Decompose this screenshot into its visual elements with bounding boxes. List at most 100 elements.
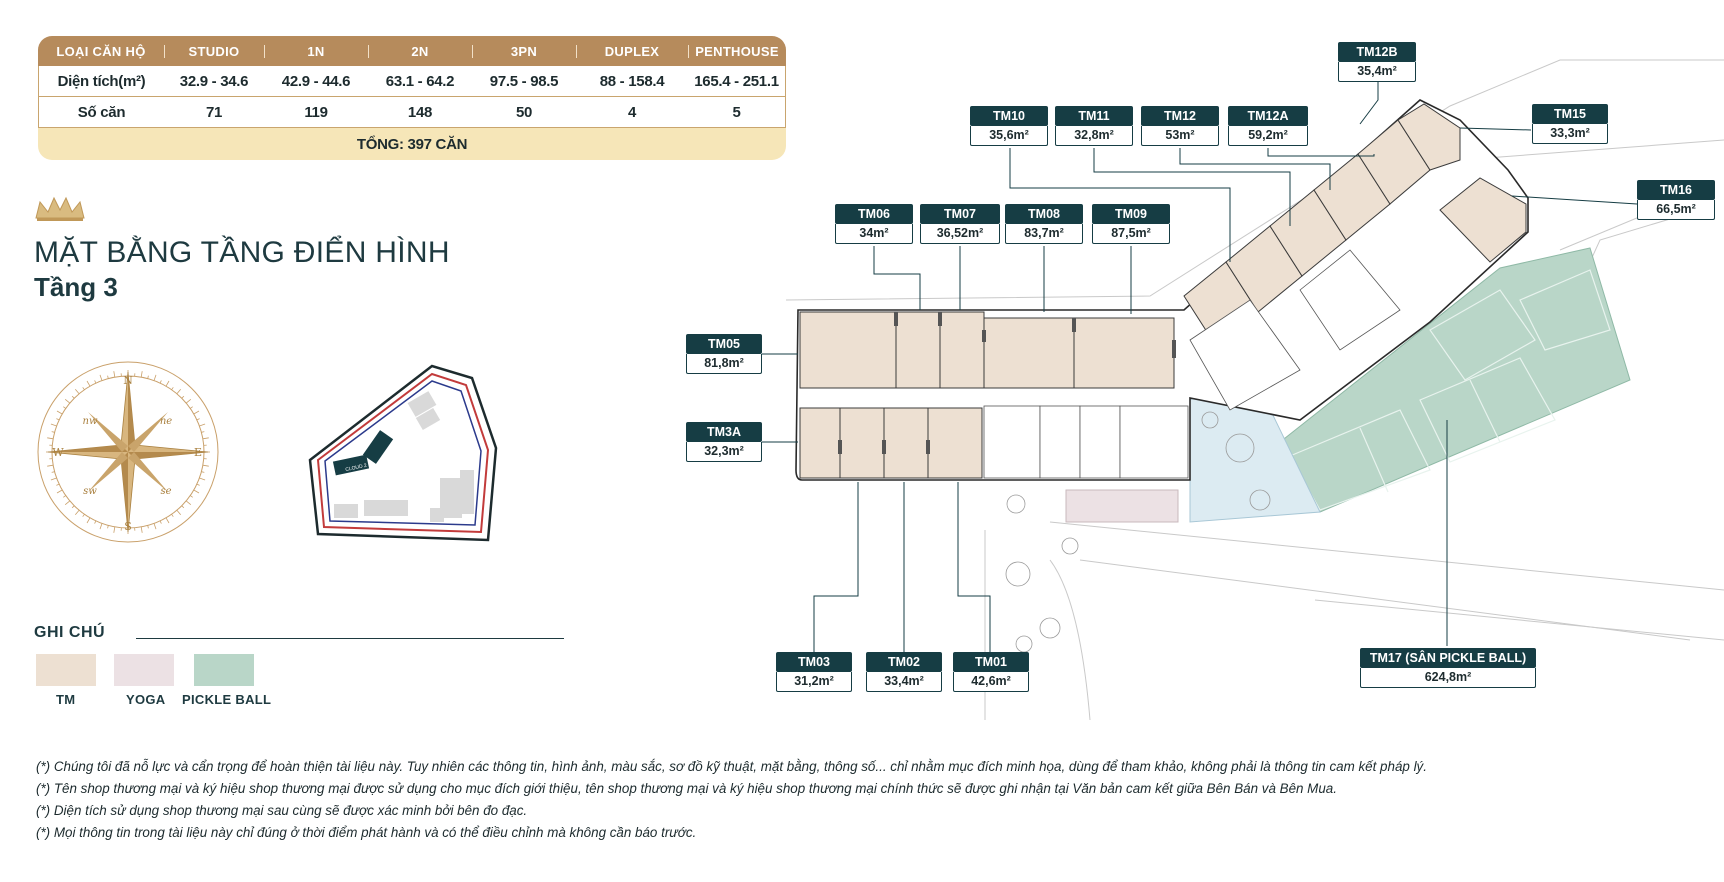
table-row: Số căn 71 119 148 50 4 5	[38, 97, 786, 128]
callout-area: 31,2m²	[776, 672, 852, 692]
compass-tick	[190, 495, 193, 498]
callout-code: TM15	[1532, 104, 1608, 124]
compass-tick	[153, 523, 157, 530]
disclaimer-line: (*) Mọi thông tin trong tài liệu này chỉ…	[36, 825, 697, 840]
compass-tick	[147, 375, 149, 379]
callout-code: TM01	[953, 652, 1029, 672]
callout-code: TM12	[1141, 106, 1219, 126]
table-header-cell: DUPLEX	[576, 36, 688, 66]
compass-tick	[202, 464, 209, 467]
callout-area: 83,7m²	[1005, 224, 1083, 244]
compass-tick	[56, 483, 60, 486]
compass-tick	[47, 464, 54, 467]
compass-nw: nw	[83, 416, 98, 427]
compass-tick	[107, 525, 109, 529]
compass-north: N	[123, 374, 133, 387]
disclaimer-line: (*) Tên shop thương mại và ký hiệu shop …	[36, 781, 1337, 796]
compass-tick	[181, 505, 185, 509]
wall-marks	[838, 312, 1176, 454]
callout-leader-lines	[762, 80, 1638, 652]
compass-tick	[190, 406, 193, 409]
compass-tick	[196, 418, 200, 421]
callout-area: 34m²	[835, 224, 913, 244]
callout-code: TM11	[1055, 106, 1133, 126]
compass-tick	[147, 525, 149, 529]
compass-tick	[64, 500, 71, 506]
callout-tm16: TM16 66,5m²	[1637, 180, 1715, 220]
callout-area: 35,6m²	[970, 126, 1048, 146]
callout-code: TM06	[835, 204, 913, 224]
compass-tick	[86, 517, 91, 524]
callout-tm09: TM09 87,5m²	[1092, 204, 1170, 244]
callout-tm05: TM05 81,8m²	[686, 334, 762, 374]
garden-trees	[1005, 411, 1271, 653]
table-cell: 50	[472, 97, 576, 128]
disclaimer-line: (*) Diện tích sử dụng shop thương mại sa…	[36, 803, 528, 818]
compass-tick	[56, 418, 60, 421]
compass-tick	[99, 523, 103, 530]
table-header-row: LOẠI CĂN HỘ STUDIO 1N 2N 3PN DUPLEX PENT…	[38, 36, 786, 66]
callout-code: TM09	[1092, 204, 1170, 224]
callout-area: 59,2m²	[1228, 126, 1308, 146]
callout-code: TM16	[1637, 180, 1715, 200]
callout-code: TM10	[970, 106, 1048, 126]
compass-tick	[51, 431, 55, 433]
table-header-cell: PENTHOUSE	[688, 36, 786, 66]
callout-code: TM03	[776, 652, 852, 672]
callout-area: 624,8m²	[1360, 668, 1536, 688]
legend-label-tm: TM	[56, 692, 76, 707]
table-row: Diện tích(m²) 32.9 - 34.6 42.9 - 44.6 63…	[38, 66, 786, 97]
site-roads	[785, 59, 1724, 721]
callout-tm01: TM01 42,6m²	[953, 652, 1029, 692]
table-cell: 97.5 - 98.5	[472, 66, 576, 97]
compass-tick	[171, 387, 174, 390]
callout-code: TM12A	[1228, 106, 1308, 126]
callout-tm12b: TM12B 35,4m²	[1338, 42, 1416, 82]
callout-tm3a: TM3A 32,3m²	[686, 422, 762, 462]
site-key-map: CLOUD 2	[308, 364, 498, 542]
compass-tick	[50, 477, 57, 481]
compass-tick	[71, 505, 75, 509]
callout-code: TM07	[920, 204, 1000, 224]
compass-tick	[193, 410, 200, 415]
table-total-row: TỔNG: 397 CĂN	[38, 128, 786, 160]
compass-tick	[74, 388, 80, 395]
callout-area: 35,4m²	[1338, 62, 1416, 82]
compass-tick	[199, 477, 206, 481]
legend-swatch-pickle-ball	[194, 654, 254, 686]
compass-ne: ne	[160, 416, 172, 427]
legend-swatch-yoga	[114, 654, 174, 686]
table-cell: 4	[576, 97, 688, 128]
compass-tick	[196, 483, 200, 486]
callout-tm03: TM03 31,2m²	[776, 652, 852, 692]
compass-tick	[159, 520, 162, 524]
table-cell: 5	[688, 97, 786, 128]
compass-tick	[140, 371, 143, 378]
site-building-label: CLOUD 2	[345, 463, 368, 473]
compass-tick	[82, 514, 85, 517]
table-header-cell: STUDIO	[164, 36, 264, 66]
compass-tick	[185, 500, 192, 506]
compass-tick	[94, 520, 97, 524]
compass-tick	[201, 431, 205, 433]
callout-tm17: TM17 (SÂN PICKLE BALL) 624,8m²	[1360, 648, 1536, 688]
compass-tick	[63, 495, 66, 498]
table-cell: 148	[368, 97, 472, 128]
table-total-cell: TỔNG: 397 CĂN	[38, 128, 786, 160]
callout-area: 33,3m²	[1532, 124, 1608, 144]
compass-tick	[199, 423, 206, 427]
building-core	[983, 249, 1401, 479]
compass-se: se	[160, 486, 171, 497]
table-header-cell: 3PN	[472, 36, 576, 66]
callout-tm08: TM08 83,7m²	[1005, 204, 1083, 244]
compass-sw: sw	[83, 486, 97, 497]
compass-tick	[99, 374, 103, 381]
page-title: MẶT BẰNG TẦNG ĐIỂN HÌNH	[34, 236, 450, 269]
callout-area: 42,6m²	[953, 672, 1029, 692]
legend-divider	[136, 638, 564, 639]
compass-south: S	[124, 520, 132, 533]
callout-area: 36,52m²	[920, 224, 1000, 244]
tm-units	[799, 103, 1527, 479]
compass-tick	[50, 423, 57, 427]
table-cell: 71	[164, 97, 264, 128]
